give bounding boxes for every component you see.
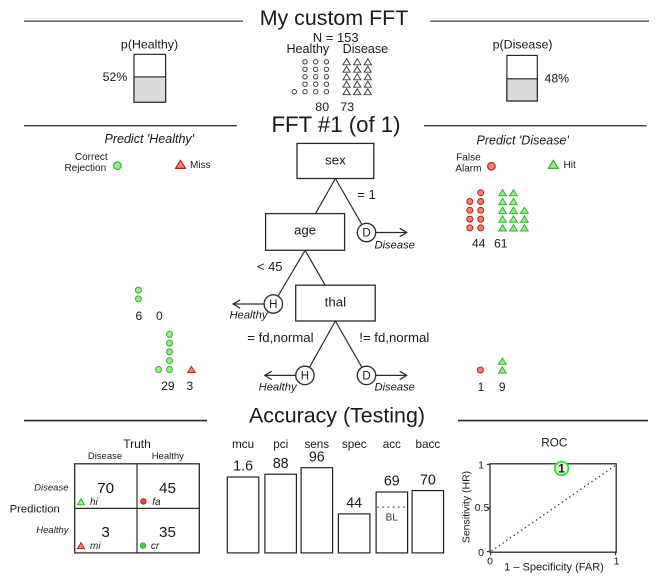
svg-text:hi: hi [90, 497, 99, 508]
svg-text:0.5: 0.5 [475, 502, 490, 514]
svg-text:80: 80 [315, 100, 329, 114]
svg-text:0: 0 [487, 555, 493, 567]
svg-text:acc: acc [383, 438, 401, 451]
svg-text:Healthy: Healthy [259, 381, 298, 393]
svg-text:D: D [362, 370, 370, 382]
svg-text:70: 70 [97, 480, 114, 497]
svg-text:48%: 48% [545, 72, 570, 86]
svg-text:D: D [362, 228, 370, 240]
svg-text:sex: sex [325, 152, 346, 167]
svg-text:52%: 52% [103, 70, 128, 84]
svg-text:Healthy: Healthy [36, 525, 69, 536]
svg-text:< 45: < 45 [257, 259, 283, 274]
svg-text:H: H [269, 299, 277, 311]
svg-text:Truth: Truth [123, 437, 151, 451]
svg-text:fa: fa [152, 497, 161, 508]
svg-text:Predict 'Disease': Predict 'Disease' [477, 134, 570, 148]
svg-text:BL: BL [386, 513, 399, 524]
svg-text:35: 35 [159, 524, 176, 541]
svg-text:Disease: Disease [34, 483, 68, 494]
svg-text:= fd,normal: = fd,normal [247, 330, 313, 345]
svg-text:Hit: Hit [564, 160, 576, 171]
svg-text:0: 0 [156, 309, 163, 323]
svg-text:p(Disease): p(Disease) [493, 38, 553, 52]
svg-text:88: 88 [273, 456, 289, 472]
svg-text:False: False [456, 152, 481, 163]
svg-text:6: 6 [136, 309, 143, 323]
svg-text:Predict 'Healthy': Predict 'Healthy' [105, 132, 195, 146]
svg-text:pci: pci [273, 438, 288, 451]
svg-text:70: 70 [420, 472, 436, 488]
svg-text:p(Healthy): p(Healthy) [121, 38, 178, 52]
svg-text:3: 3 [187, 379, 194, 393]
svg-text:thal: thal [325, 294, 346, 309]
svg-text:FFT #1 (of 1): FFT #1 (of 1) [271, 112, 400, 137]
svg-text:61: 61 [494, 237, 508, 251]
svg-text:age: age [294, 223, 316, 238]
svg-text:Disease: Disease [343, 42, 389, 56]
svg-text:bacc: bacc [416, 438, 441, 451]
svg-text:9: 9 [499, 380, 506, 394]
svg-text:Correct: Correct [75, 152, 108, 163]
svg-text:N = 153: N = 153 [313, 30, 359, 45]
svg-text:Disease: Disease [374, 239, 414, 251]
svg-text:1.6: 1.6 [233, 459, 253, 475]
svg-text:H: H [301, 370, 309, 382]
svg-text:Accuracy (Testing): Accuracy (Testing) [249, 403, 425, 427]
svg-text:1 – Specificity (FAR): 1 – Specificity (FAR) [504, 562, 604, 574]
svg-text:ROC: ROC [541, 437, 567, 450]
svg-text:0: 0 [478, 547, 484, 559]
svg-text:1: 1 [558, 462, 565, 476]
svg-text:Disease: Disease [374, 381, 414, 393]
svg-text:96: 96 [309, 449, 325, 465]
svg-text:1: 1 [478, 459, 484, 471]
svg-text:My custom FFT: My custom FFT [260, 6, 409, 30]
svg-text:1: 1 [614, 555, 620, 567]
svg-text:44: 44 [346, 496, 362, 512]
svg-text:sens: sens [304, 438, 329, 451]
svg-text:mi: mi [90, 541, 101, 552]
svg-text:73: 73 [340, 100, 354, 114]
svg-text:Healthy: Healthy [152, 451, 184, 462]
svg-text:44: 44 [472, 237, 486, 251]
svg-text:Healthy: Healthy [230, 309, 269, 321]
svg-text:29: 29 [161, 379, 175, 393]
svg-text:mcu: mcu [232, 438, 254, 451]
svg-text:Sensitivity (HR): Sensitivity (HR) [460, 471, 472, 543]
svg-text:cr: cr [151, 541, 160, 552]
svg-text:= 1: = 1 [357, 187, 375, 202]
svg-text:Disease: Disease [88, 451, 122, 462]
svg-text:3: 3 [101, 524, 109, 541]
svg-text:69: 69 [384, 474, 400, 490]
svg-text:spec: spec [342, 438, 367, 451]
svg-text:Prediction: Prediction [10, 503, 60, 515]
svg-text:Miss: Miss [190, 160, 211, 171]
svg-text:Rejection: Rejection [64, 163, 106, 174]
svg-text:1: 1 [478, 380, 485, 394]
svg-text:Healthy: Healthy [286, 42, 329, 56]
svg-text:!= fd,normal: != fd,normal [359, 330, 429, 345]
svg-text:Alarm: Alarm [455, 163, 481, 174]
svg-text:45: 45 [159, 480, 176, 497]
